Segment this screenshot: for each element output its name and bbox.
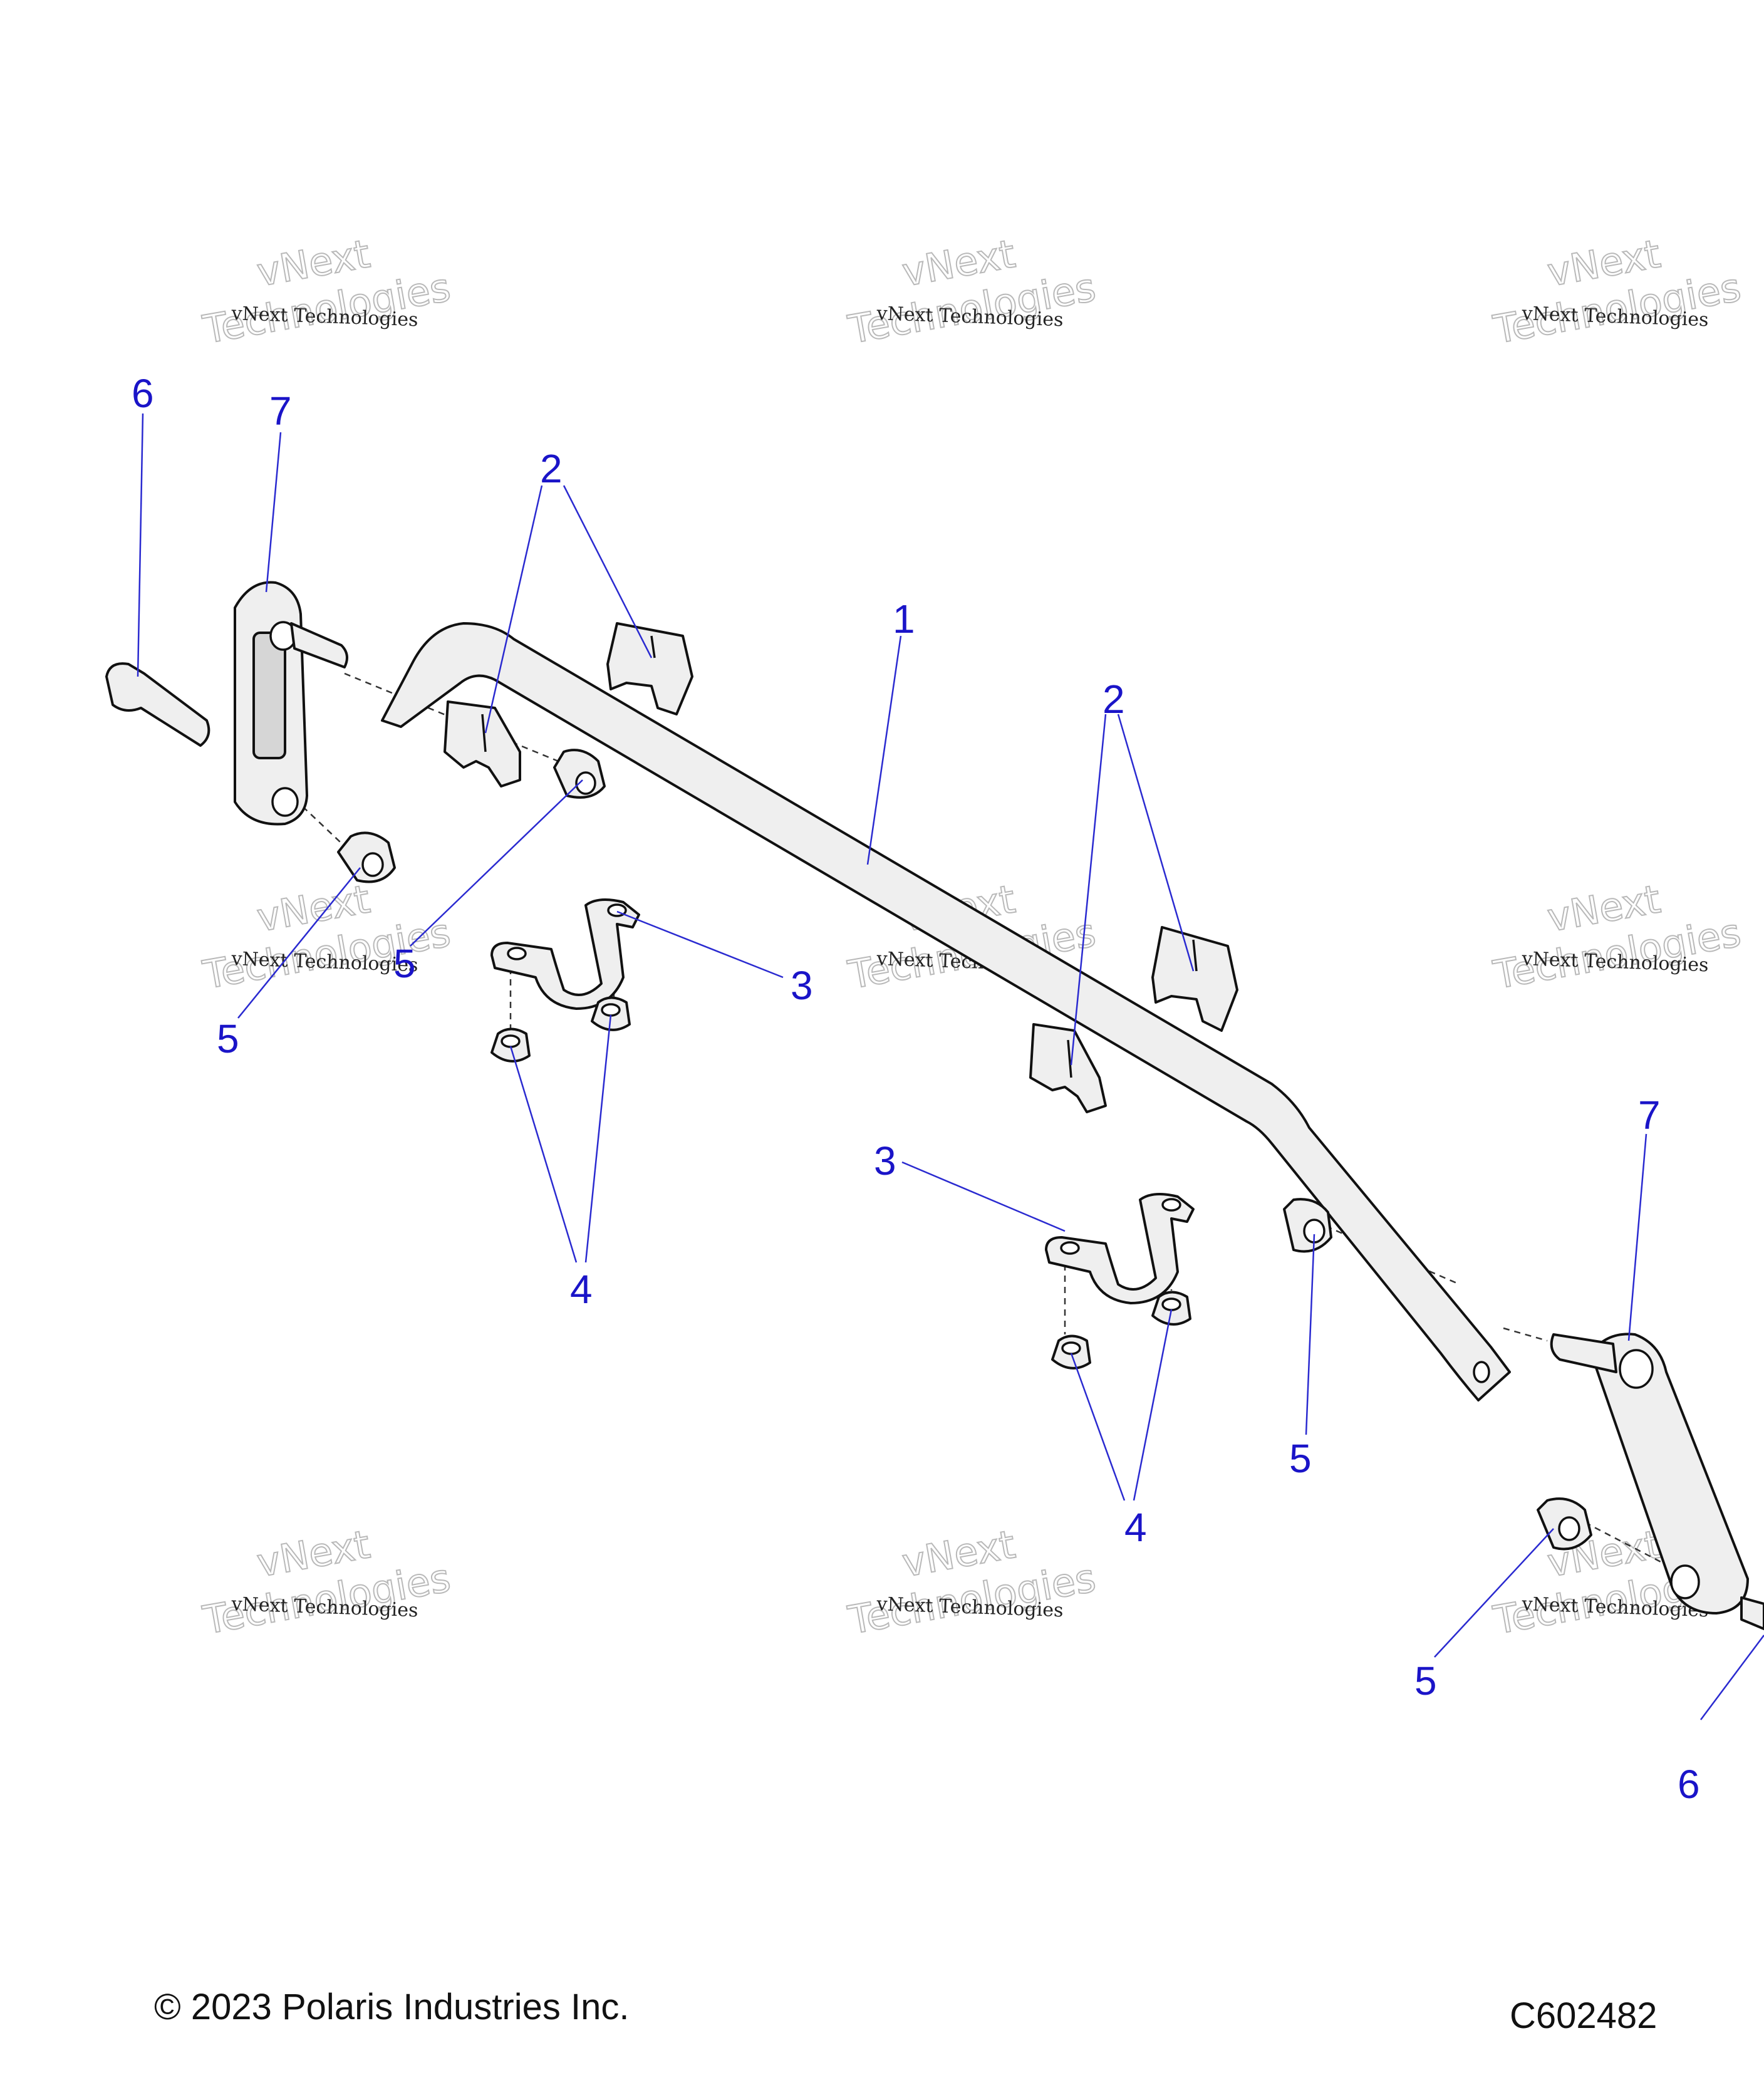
bolt-left <box>105 662 210 747</box>
assembly-dash-lines <box>294 672 1742 1605</box>
stabilizer-link-left <box>234 581 348 826</box>
watermark: vNext Technologies vNext Technologies <box>844 230 1099 353</box>
nuts <box>490 996 1191 1370</box>
nut-4-4 <box>1151 1291 1191 1326</box>
spacers <box>337 749 1592 1551</box>
bracket-right <box>1045 1193 1195 1304</box>
bolt-right <box>1740 1596 1764 1630</box>
spacer-5-d <box>1537 1497 1592 1551</box>
bushing-upper-right <box>1151 926 1238 1032</box>
callout-3: 3 <box>791 963 813 1008</box>
bushing-lower-left <box>444 700 521 788</box>
watermark: vNext Technologies vNext Technologies <box>199 230 454 353</box>
nut-4-1 <box>490 1027 531 1063</box>
watermark: vNext Technologies vNext Technologies <box>1489 230 1745 353</box>
callout-5: 5 <box>393 941 416 986</box>
callout-7: 7 <box>1638 1093 1661 1138</box>
watermark: vNext Technologies vNext Technologies <box>199 875 454 999</box>
spacer-5-b <box>553 749 606 799</box>
leader-lines <box>137 413 1764 1720</box>
callout-4: 4 <box>1124 1505 1147 1550</box>
callout-6: 6 <box>1678 1762 1700 1807</box>
spacer-5-c <box>1283 1198 1332 1253</box>
callout-3: 3 <box>874 1138 896 1183</box>
diagram-id: C602482 <box>1510 1995 1658 2036</box>
nut-4-3 <box>1051 1334 1091 1370</box>
callout-2: 2 <box>540 446 563 491</box>
callout-2: 2 <box>1102 677 1125 722</box>
bracket-left <box>490 898 640 1010</box>
nut-4-2 <box>591 996 631 1031</box>
callout-numbers: 6 7 2 1 2 5 5 3 4 3 7 5 4 5 6 <box>132 371 1700 1807</box>
bushing-upper-left <box>606 622 693 715</box>
callout-4: 4 <box>570 1267 593 1312</box>
stabilizer-bar <box>381 622 1511 1401</box>
stabilizer-link-right <box>1550 1333 1749 1614</box>
copyright-text: © 2023 Polaris Industries Inc. <box>154 1987 630 2027</box>
callout-1: 1 <box>893 596 915 642</box>
watermark: vNext Technologies vNext Technologies <box>1489 875 1745 999</box>
callout-7: 7 <box>269 388 292 434</box>
callout-5: 5 <box>1414 1658 1437 1703</box>
spacer-5-a <box>337 831 396 883</box>
bushing-lower-right <box>1029 1023 1107 1113</box>
watermark: vNext Technologies vNext Technologies <box>844 1521 1099 1644</box>
callout-5: 5 <box>217 1016 239 1061</box>
callout-5: 5 <box>1289 1436 1312 1481</box>
callout-6: 6 <box>132 371 154 416</box>
watermark: vNext Technologies vNext Technologies <box>199 1521 454 1644</box>
